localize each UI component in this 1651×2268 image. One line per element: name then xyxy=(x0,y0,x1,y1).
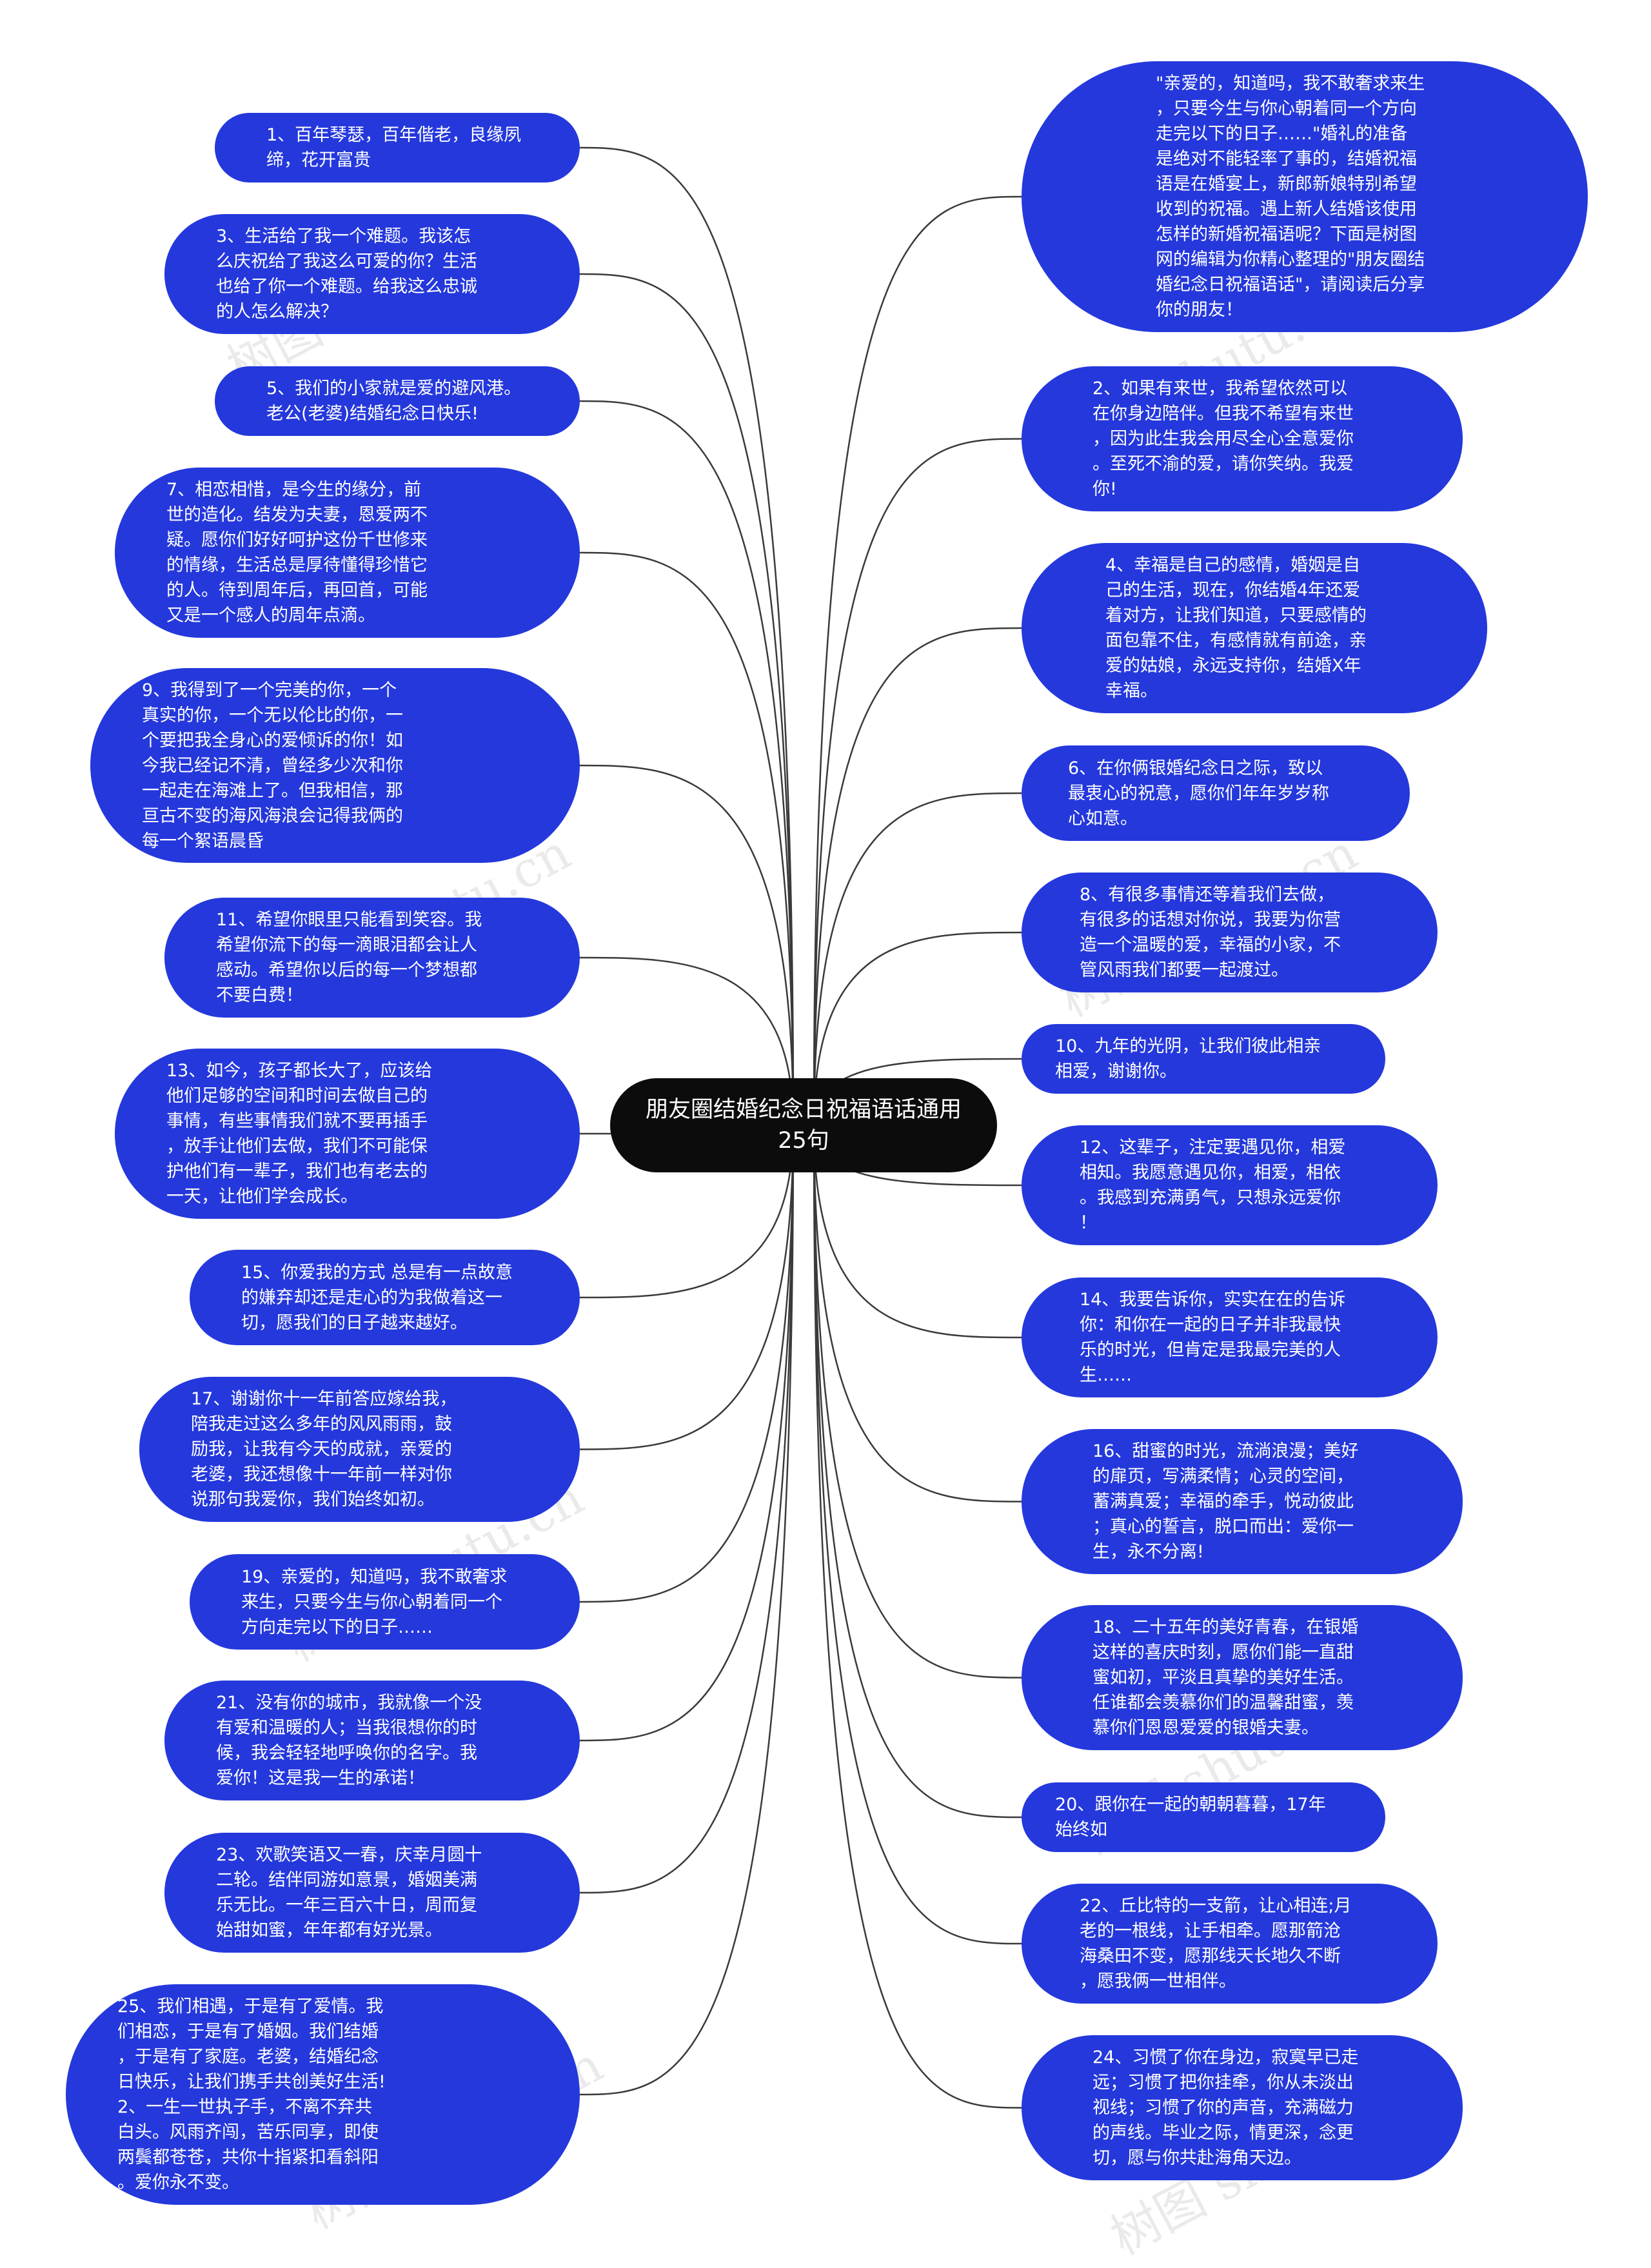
connector-line xyxy=(813,1125,1022,1945)
connector-line xyxy=(813,627,1022,1126)
topic-left-13[interactable]: 25、我们相遇，于是有了爱情。我 们相恋，于是有了婚姻。我们结婚 ，于是有了家庭… xyxy=(66,1984,580,2205)
connector-line xyxy=(579,1125,795,1603)
topic-right-2[interactable]: 2、如果有来世，我希望依然可以 在你身边陪伴。但我不希望有来世 ，因为此生我会用… xyxy=(1022,366,1463,511)
topic-left-10[interactable]: 19、亲爱的，知道吗，我不敢奢求 来生，只要今生与你心朝着同一个 方向走完以下的… xyxy=(190,1554,580,1650)
connector-line xyxy=(813,1125,1022,1819)
connector-line xyxy=(813,1125,1022,1503)
connector-line xyxy=(579,1125,795,1894)
connector-line xyxy=(579,551,795,1126)
connector-line xyxy=(813,931,1022,1126)
connector-line xyxy=(813,438,1022,1126)
connector-line xyxy=(579,1125,795,1450)
connector-line xyxy=(813,792,1022,1126)
connector-line xyxy=(579,1125,795,2096)
topic-right-9[interactable]: 16、甜蜜的时光，流淌浪漫；美好 的扉页，写满柔情；心灵的空间， 蓄满真爱；幸福… xyxy=(1022,1429,1463,1574)
topic-right-13[interactable]: 24、习惯了你在身边，寂寞早已走 远；习惯了把你挂牵，你从未淡出 视线；习惯了你… xyxy=(1022,2035,1463,2180)
topic-right-3[interactable]: 4、幸福是自己的感情，婚姻是自 己的生活，现在，你结婚4年还爱 着对方，让我们知… xyxy=(1022,543,1487,713)
topic-left-2[interactable]: 3、生活给了我一个难题。我该怎 么庆祝给了我这么可爱的你？生活 也给了你一个难题… xyxy=(164,214,580,334)
connector-line xyxy=(579,146,795,1126)
connector-line xyxy=(579,764,795,1126)
topic-right-1[interactable]: "亲爱的，知道吗，我不敢奢求来生 ，只要今生与你心朝着同一个方向 走完以下的日子… xyxy=(1022,61,1588,332)
connector-line xyxy=(813,1125,1022,2109)
topic-left-5[interactable]: 9、我得到了一个完美的你，一个 真实的你，一个无以伦比的你，一 个要把我全身心的… xyxy=(90,668,580,863)
topic-left-6[interactable]: 11、希望你眼里只能看到笑容。我 希望你流下的每一滴眼泪都会让人 感动。希望你以… xyxy=(164,898,580,1018)
topic-right-4[interactable]: 6、在你俩银婚纪念日之际，致以 最衷心的祝意，愿你们年年岁岁称 心如意。 xyxy=(1022,745,1410,841)
topic-left-9[interactable]: 17、谢谢你十一年前答应嫁给我， 陪我走过这么多年的风风雨雨，鼓 励我，让我有今… xyxy=(139,1377,580,1522)
topic-left-1[interactable]: 1、百年琴瑟，百年偕老，良缘夙 缔，花开富贵 xyxy=(215,113,580,182)
connector-line xyxy=(579,1125,795,1742)
topic-left-12[interactable]: 23、欢歌笑语又一春，庆幸月圆十 二轮。结伴同游如意景，婚姻美满 乐无比。一年三… xyxy=(164,1833,580,1953)
connector-line xyxy=(579,400,795,1126)
topic-left-4[interactable]: 7、相恋相惜，是今生的缘分，前 世的造化。结发为夫妻，恩爱两不 疑。愿你们好好呵… xyxy=(115,468,580,638)
topic-right-7[interactable]: 12、这辈子，注定要遇见你，相爱 相知。我愿意遇见你，相爱，相依 。我感到充满勇… xyxy=(1022,1125,1438,1245)
topic-left-8[interactable]: 15、你爱我的方式 总是有一点故意 的嫌弃却还是走心的为我做着这一 切，愿我们的… xyxy=(190,1250,580,1345)
connector-line xyxy=(813,1125,1022,1339)
topic-left-7[interactable]: 13、如今，孩子都长大了，应该给 他们足够的空间和时间去做自己的 事情，有些事情… xyxy=(115,1049,580,1219)
connector-line xyxy=(579,1125,795,1299)
root-topic[interactable]: 朋友圈结婚纪念日祝福语话通用25句 xyxy=(610,1078,997,1172)
topic-left-11[interactable]: 21、没有你的城市，我就像一个没 有爱和温暖的人；当我很想你的时 候，我会轻轻地… xyxy=(164,1681,580,1800)
topic-left-3[interactable]: 5、我们的小家就是爱的避风港。 老公(老婆)结婚纪念日快乐! xyxy=(215,366,580,436)
connector-line xyxy=(813,195,1022,1126)
topic-right-11[interactable]: 20、跟你在一起的朝朝暮暮，17年 始终如 xyxy=(1022,1782,1385,1852)
topic-right-10[interactable]: 18、二十五年的美好青春，在银婚 这样的喜庆时刻，愿你们能一直甜 蜜如初，平淡且… xyxy=(1022,1605,1463,1750)
connector-line xyxy=(579,956,795,1126)
connector-line xyxy=(579,273,795,1126)
topic-right-8[interactable]: 14、我要告诉你，实实在在的告诉 你：和你在一起的日子并非我最快 乐的时光，但肯… xyxy=(1022,1277,1438,1397)
connector-line xyxy=(813,1125,1022,1679)
topic-right-12[interactable]: 22、丘比特的一支箭，让心相连;月 老的一根线，让手相牵。愿那箭沧 海桑田不变，… xyxy=(1022,1884,1438,2004)
topic-right-5[interactable]: 8、有很多事情还等着我们去做， 有很多的话想对你说，我要为你营 造一个温暖的爱，… xyxy=(1022,873,1438,992)
topic-right-6[interactable]: 10、九年的光阴，让我们彼此相亲 相爱，谢谢你。 xyxy=(1022,1024,1385,1094)
